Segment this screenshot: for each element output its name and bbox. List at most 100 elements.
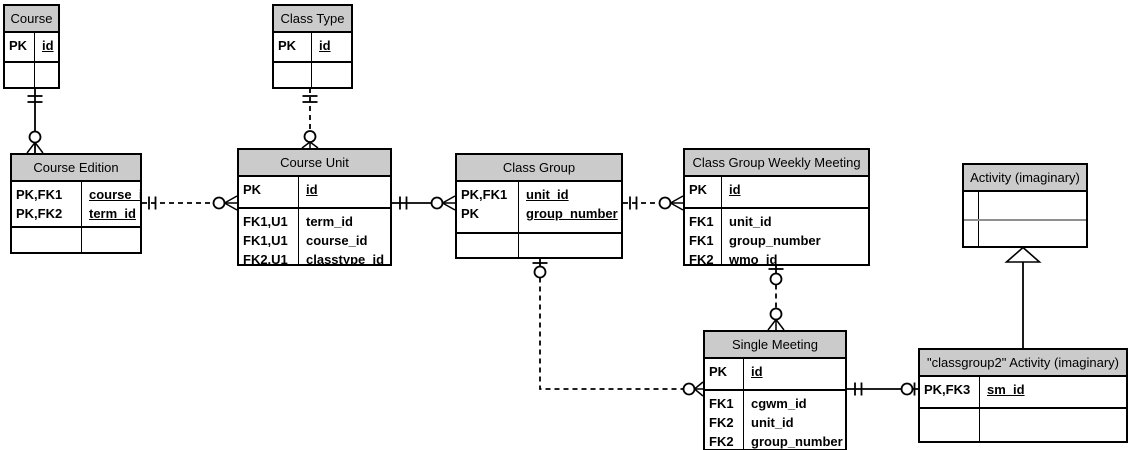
empty-section <box>457 232 621 257</box>
attribute-column <box>82 228 140 252</box>
attribute-column: id <box>312 33 351 61</box>
cardinality-circle <box>430 196 444 210</box>
entity-course-edition[interactable]: Course EditionPK,FK1PK,FK2course_idterm_… <box>10 153 142 254</box>
key-column <box>12 228 82 252</box>
rel-course-course-edition <box>26 88 44 154</box>
attribute-column: id <box>722 177 868 207</box>
crow-foot <box>670 195 684 211</box>
attribute-column <box>980 409 1126 441</box>
attribute-name: unit_id <box>526 187 569 202</box>
key-label: FK2 <box>709 415 734 430</box>
attribute-column <box>519 234 621 257</box>
entity-title: Class Group <box>457 155 621 182</box>
attribute-column <box>312 63 351 87</box>
attribute-name: classtype_id <box>306 252 385 264</box>
crow-foot <box>224 195 238 211</box>
key-column <box>920 409 980 441</box>
crow-foot <box>301 141 319 149</box>
attribute-column: course_id term_id <box>82 182 140 226</box>
cardinality-circle <box>303 130 317 143</box>
attribute-name: term_id <box>89 206 136 221</box>
cardinality-circle <box>212 196 226 210</box>
attribute-name: id <box>306 182 318 197</box>
attribute-column: id <box>299 177 390 207</box>
attribute-name: group_number <box>751 434 843 449</box>
key-label: FK1,U1 <box>243 214 288 229</box>
entity-title: "classgroup2" Activity (imaginary) <box>920 350 1126 377</box>
crow-foot <box>767 319 785 331</box>
key-label: PK <box>9 38 28 53</box>
attribute-column <box>979 221 1086 246</box>
crow-foot <box>442 195 456 211</box>
key-label: FK2,U1 <box>243 252 288 264</box>
entity-activity-imaginary[interactable]: Activity (imaginary) <box>962 163 1088 248</box>
key-label: FK1,U1 <box>243 233 288 248</box>
key-column: PK <box>685 177 722 207</box>
entity-title: Course Unit <box>239 150 390 177</box>
entity-title: Course <box>5 6 58 33</box>
cardinality-circle <box>658 196 672 210</box>
rel-class-group-single-meeting <box>532 256 704 397</box>
key-column: PK <box>705 359 744 389</box>
attribute-section: PK id <box>5 33 58 61</box>
attribute-name: id <box>42 38 54 53</box>
key-label: PK <box>278 38 297 53</box>
attribute-section: PK,FK3 sm_id <box>920 377 1126 407</box>
empty-section <box>274 61 351 87</box>
key-label: PK <box>461 206 480 221</box>
attribute-name: course_id <box>306 233 368 248</box>
attribute-section: PK id <box>274 33 351 61</box>
key-label: PK,FK1 <box>461 187 508 202</box>
empty-section <box>964 219 1086 246</box>
key-label: FK2 <box>689 252 714 264</box>
key-column <box>964 221 979 246</box>
key-column: PK <box>274 33 312 61</box>
rel-course-unit-class-group <box>392 195 456 211</box>
cardinality-circle <box>28 130 42 144</box>
attribute-name: course_id <box>89 187 140 202</box>
cardinality-circle <box>682 382 696 396</box>
attribute-column <box>979 192 1086 219</box>
rel-single-meeting-classgroup2-activity <box>847 382 918 396</box>
attribute-name: sm_id <box>987 382 1025 397</box>
key-column <box>274 63 312 87</box>
rel-course-edition-course-unit <box>142 195 238 211</box>
key-label: PK <box>243 182 262 197</box>
entity-title: Class Group Weekly Meeting <box>685 150 868 177</box>
key-column <box>457 234 519 257</box>
attribute-section: PK id <box>705 359 845 389</box>
key-column: PK,FK3 <box>920 377 980 407</box>
key-label: FK1 <box>689 214 714 229</box>
key-label: PK <box>709 364 728 379</box>
attribute-section: PK id <box>239 177 390 207</box>
key-label: PK,FK2 <box>16 206 63 221</box>
key-column: PK <box>239 177 299 207</box>
entity-title: Activity (imaginary) <box>964 165 1086 192</box>
entity-classgroup2-activity-imaginary[interactable]: "classgroup2" Activity (imaginary)PK,FK3… <box>918 348 1128 443</box>
empty-section <box>920 407 1126 441</box>
attribute-column: id <box>744 359 845 389</box>
crow-foot <box>26 142 44 154</box>
cardinality-circle <box>533 265 547 279</box>
rel-cgwm-single-meeting <box>767 263 785 331</box>
empty-section <box>964 192 1086 219</box>
cardinality-circle <box>769 272 783 286</box>
attribute-column: id <box>35 33 58 61</box>
key-label: FK1 <box>689 233 714 248</box>
